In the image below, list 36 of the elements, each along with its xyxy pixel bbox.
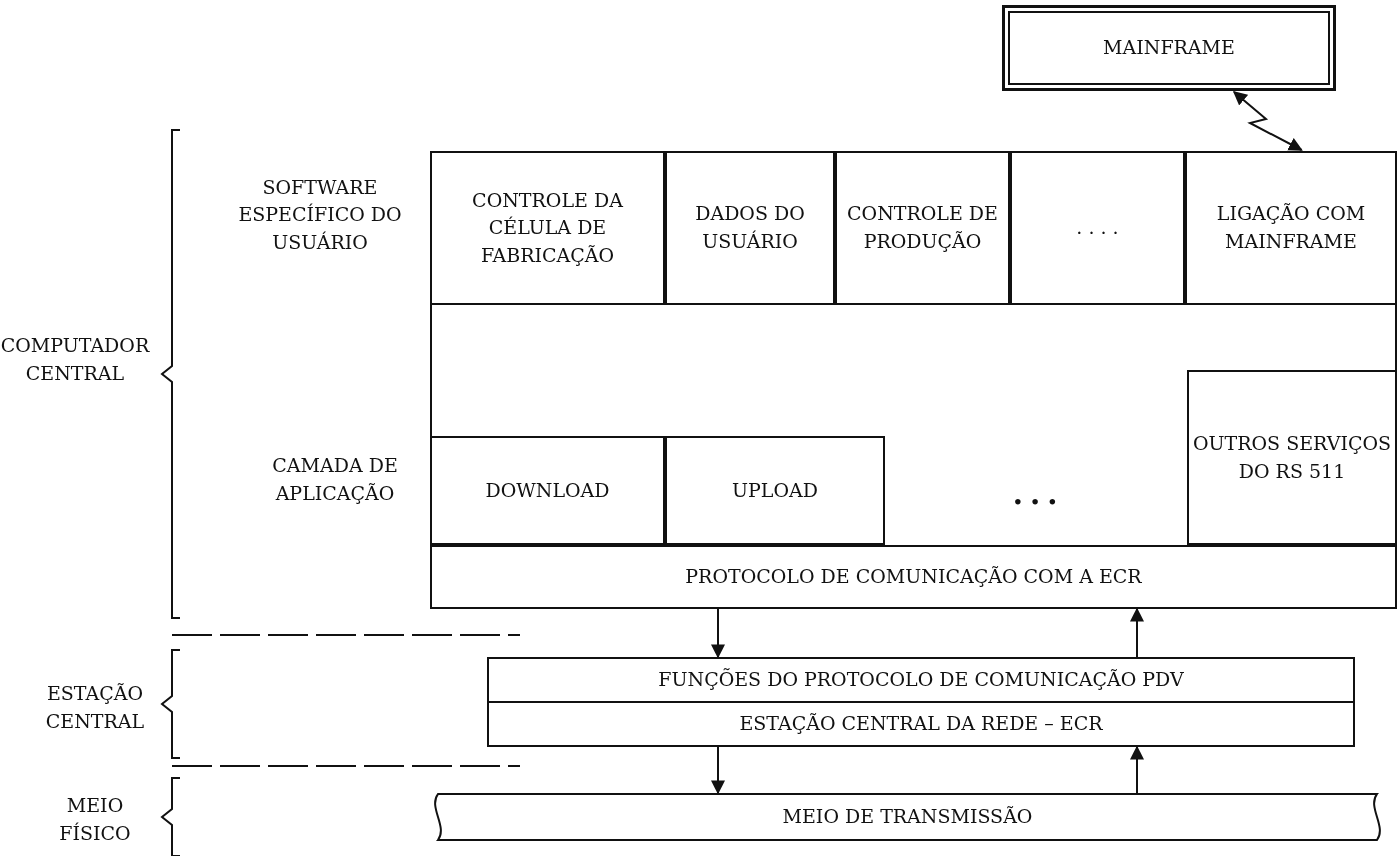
layer-label: MEIO FÍSICO (58, 793, 132, 846)
node-label: MEIO DE TRANSMISSÃO (782, 804, 1033, 830)
layer-label: COMPUTADOR CENTRAL (0, 333, 150, 386)
layer-label: • • • (1011, 490, 1059, 516)
layer-label: ESTAÇÃO CENTRAL (44, 681, 146, 734)
arrow (711, 608, 725, 659)
layer-panel (430, 151, 1397, 609)
module-box (835, 151, 1010, 305)
arrow (1130, 745, 1144, 794)
node-label: . . . . (1076, 215, 1119, 241)
service-box (665, 436, 885, 545)
layer-label: SOFTWARE ESPECÍFICO DO USUÁRIO (237, 174, 403, 255)
protocol-box (487, 657, 1355, 703)
module-box (1010, 151, 1185, 305)
arrow (1130, 607, 1144, 658)
node-label: CONTROLE DA CÉLULA DE FABRICAÇÃO (471, 187, 625, 268)
node-label: CONTROLE DE PRODUÇÃO (846, 201, 999, 254)
node-label: FUNÇÕES DO PROTOCOLO DE COMUNICAÇÃO PDV (658, 667, 1184, 693)
service-box (1187, 370, 1397, 545)
node-label: PROTOCOLO DE COMUNICAÇÃO COM A ECR (685, 564, 1142, 590)
module-box (665, 151, 835, 305)
node-label: DADOS DO USUÁRIO (694, 201, 806, 254)
node-label: LIGAÇÃO COM MAINFRAME (1215, 201, 1367, 254)
module-box (430, 151, 665, 305)
node-label: MAINFRAME (1103, 35, 1235, 61)
node-label: UPLOAD (732, 477, 818, 503)
arrow (711, 746, 725, 795)
service-box (430, 436, 665, 545)
node-label: ESTAÇÃO CENTRAL DA REDE – ECR (739, 711, 1103, 737)
node-label: OUTROS SERVIÇOS DO RS 511 (1191, 430, 1393, 484)
lightning-link-arrow (1232, 91, 1303, 151)
module-box (1185, 151, 1397, 305)
mainframe-box (1003, 6, 1335, 90)
station-box (487, 701, 1355, 747)
layer-label: CAMADA DE APLICAÇÃO (271, 453, 399, 506)
node-label: DOWNLOAD (485, 477, 610, 503)
